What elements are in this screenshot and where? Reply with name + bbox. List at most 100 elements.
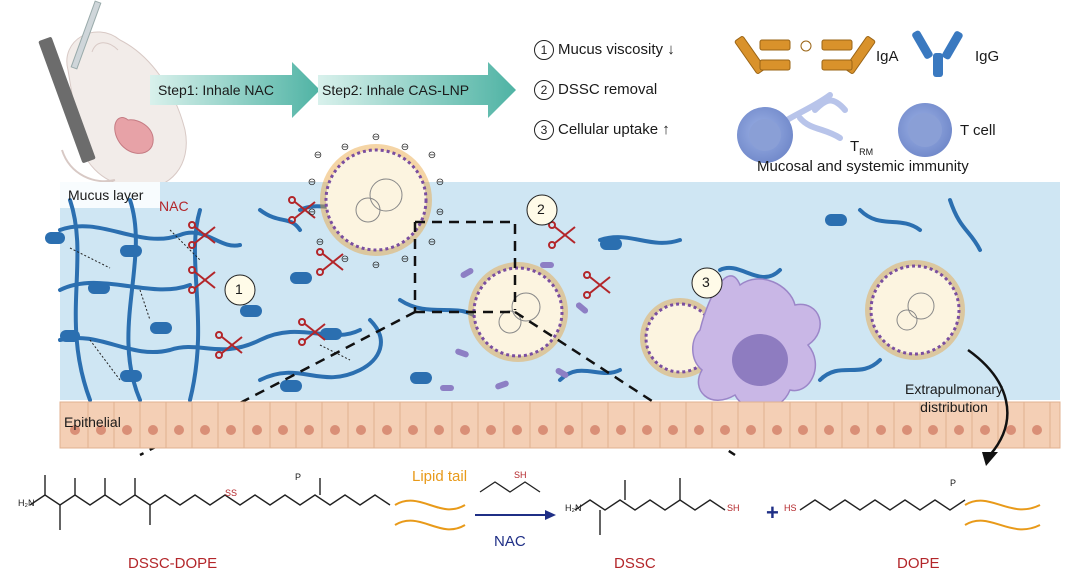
epithelial-nucleus (96, 425, 106, 435)
epithelial-nucleus (954, 425, 964, 435)
epithelial-nucleus (408, 425, 418, 435)
dope-hs-label: HS (784, 503, 797, 513)
epithelial-label: Epithelial (64, 414, 121, 430)
svg-text:⊖: ⊖ (372, 132, 380, 143)
epithelial-nucleus (278, 425, 288, 435)
epithelial-nucleus (564, 425, 574, 435)
epithelial-nucleus (876, 425, 886, 435)
svg-text:⊖: ⊖ (308, 177, 316, 188)
epithelial-nucleus (1006, 425, 1016, 435)
epithelial-nucleus (382, 425, 392, 435)
epithelial-nucleus (174, 425, 184, 435)
dope-structure (799, 499, 1041, 531)
arrow-up-icon: ↑ (662, 120, 670, 138)
step-marker-3 (691, 267, 723, 299)
epithelial-nucleus (798, 425, 808, 435)
svg-text:⊖: ⊖ (436, 207, 444, 218)
igg-icon (912, 30, 963, 77)
epithelial-nucleus (668, 425, 678, 435)
effect-number-1: 1 (534, 40, 554, 60)
epithelial-nucleus (980, 425, 990, 435)
epithelial-nucleus (486, 425, 496, 435)
dssc-nh2: H₂N (565, 503, 582, 513)
dope-phosphorus-label: P (950, 478, 957, 488)
epithelial-nucleus (720, 425, 730, 435)
epithelial-nucleus (850, 425, 860, 435)
epithelial-nucleus (122, 425, 132, 435)
dssc-dope-tails (394, 499, 466, 531)
epithelial-nucleus (148, 425, 158, 435)
svg-text:⊖: ⊖ (308, 207, 316, 218)
svg-text:⊖: ⊖ (436, 177, 444, 188)
dssc-dope-structure (29, 475, 391, 530)
epithelial-nucleus (304, 425, 314, 435)
step1-arrow (150, 62, 320, 118)
phosphorus-label: P (295, 472, 302, 482)
step1-label: Step1: Inhale NAC (158, 82, 274, 98)
svg-text:⊖: ⊖ (341, 142, 349, 153)
mucus-label-box (60, 182, 160, 208)
charge-signs: ⊖⊖⊖ ⊖⊖⊖ ⊖⊖⊖ ⊖⊖⊖ ⊖⊖ (308, 132, 444, 271)
t-cell-icon (898, 103, 952, 157)
epithelial-nucleus (590, 425, 600, 435)
svg-text:⊖: ⊖ (372, 260, 380, 271)
epithelial-nucleus (512, 425, 522, 435)
marker-2-text: 2 (537, 201, 545, 217)
nac-scene-label: NAC (159, 198, 189, 214)
dssc-dope-label: DSSC-DOPE (128, 555, 218, 572)
svg-text:⊖: ⊖ (316, 237, 324, 248)
dssc-structure (574, 478, 726, 535)
epithelial-nucleus (538, 425, 548, 435)
dssc-sh-label: SH (727, 503, 740, 513)
t-cell-label: T cell (960, 122, 996, 139)
iga-icon (734, 36, 876, 74)
lnp-charged (320, 144, 432, 256)
macrophage-cell (692, 275, 821, 411)
step2-label: Step2: Inhale CAS-LNP (322, 82, 470, 98)
effect-number-2: 2 (534, 80, 554, 100)
lipid-tail-label: Lipid tail (412, 468, 468, 485)
dssc-dope-nh2: H₂N (18, 498, 35, 508)
effect-label-1: Mucus viscosity (558, 40, 664, 58)
marker-1-text: 1 (235, 281, 243, 297)
step-marker-2 (526, 194, 558, 226)
epithelial-nucleus (746, 425, 756, 435)
epithelial-nucleus (902, 425, 912, 435)
epithelial-nucleus (642, 425, 652, 435)
disulfide-s-label: SS (225, 488, 238, 498)
epithelial-nucleus (252, 425, 262, 435)
dope-label: DOPE (897, 555, 940, 572)
epithelial-layer (59, 401, 1061, 449)
dssc-label: DSSC (614, 555, 656, 572)
mucus-layer-label: Mucus layer (68, 187, 144, 203)
mucin-blobs (45, 214, 847, 392)
epithelial-nucleus (694, 425, 704, 435)
epithelial-nucleus (70, 425, 80, 435)
lnp-right (865, 260, 965, 360)
effect-number-3: 3 (534, 120, 554, 140)
dssc-fragments (440, 262, 589, 391)
trm-cell-icon (737, 92, 848, 163)
nac-reaction-arrow (475, 481, 556, 520)
svg-text:⊖: ⊖ (341, 254, 349, 265)
lnp-middle (468, 262, 568, 362)
arrow-down-icon: ↓ (667, 40, 675, 58)
nac-sh-label: SH (514, 470, 527, 480)
iga-label: IgA (876, 48, 899, 65)
epithelial-nucleus (928, 425, 938, 435)
trm-label: TRM (850, 138, 874, 157)
epithelial-nucleus (226, 425, 236, 435)
step-marker-1 (224, 274, 256, 306)
plus-sign: + (766, 500, 779, 525)
extrapulmonary-arrow (967, 348, 1009, 456)
svg-text:⊖: ⊖ (428, 237, 436, 248)
step2-arrow (318, 62, 516, 118)
svg-text:⊖: ⊖ (401, 142, 409, 153)
svg-text:⊖: ⊖ (428, 150, 436, 161)
epithelial-nucleus (1032, 425, 1042, 435)
effect-label-3: Cellular uptake (558, 120, 659, 138)
